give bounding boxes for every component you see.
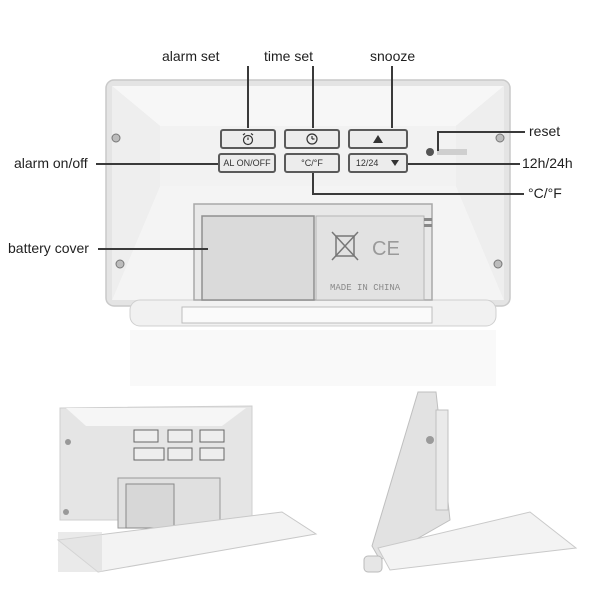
leader-alarm-onoff xyxy=(96,163,218,165)
leader-snooze xyxy=(391,66,393,128)
label-time-set: time set xyxy=(264,48,314,64)
label-reset: reset xyxy=(529,123,561,139)
leader-alarm-set xyxy=(247,66,249,128)
leader-battery-cover xyxy=(98,248,208,250)
label-temp-unit: °C/°F xyxy=(528,185,562,201)
leader-reset-drop xyxy=(437,131,439,151)
label-alarm-set: alarm set xyxy=(162,48,220,64)
leader-temp-unit-v xyxy=(312,173,314,193)
clock-icon xyxy=(306,133,318,145)
hour-mode-button[interactable]: 12/24 xyxy=(348,153,408,173)
leader-reset xyxy=(437,131,525,133)
screw-icon xyxy=(111,133,505,269)
ce-mark: CE xyxy=(372,238,400,260)
reset-pinhole-icon xyxy=(426,148,434,156)
label-alarm-onoff: alarm on/off xyxy=(14,155,88,171)
label-battery-cover: battery cover xyxy=(8,240,89,256)
label-hour-mode: 12h/24h xyxy=(522,155,573,171)
alarm-clock-icon xyxy=(242,133,254,146)
leader-temp-unit-h xyxy=(312,193,524,195)
hour-mode-button-label: 12/24 xyxy=(355,158,379,168)
temp-unit-button[interactable]: °C/°F xyxy=(284,153,340,173)
crossed-bin-icon xyxy=(331,231,359,261)
triangle-down-icon xyxy=(391,160,400,166)
clock-rear-view: CE MADE IN CHINA xyxy=(105,79,511,386)
triangle-up-icon xyxy=(373,135,383,143)
leader-time-set xyxy=(312,66,314,128)
alarm-onoff-button[interactable]: AL ON/OFF xyxy=(218,153,276,173)
alarm-set-button[interactable] xyxy=(220,129,276,149)
clock-side-view xyxy=(363,391,578,573)
time-set-button[interactable] xyxy=(284,129,340,149)
clock-angled-view xyxy=(56,405,318,573)
snooze-button[interactable] xyxy=(348,129,408,149)
made-in-text: MADE IN CHINA xyxy=(330,283,401,293)
leader-hour-mode xyxy=(408,163,520,165)
label-snooze: snooze xyxy=(370,48,416,64)
